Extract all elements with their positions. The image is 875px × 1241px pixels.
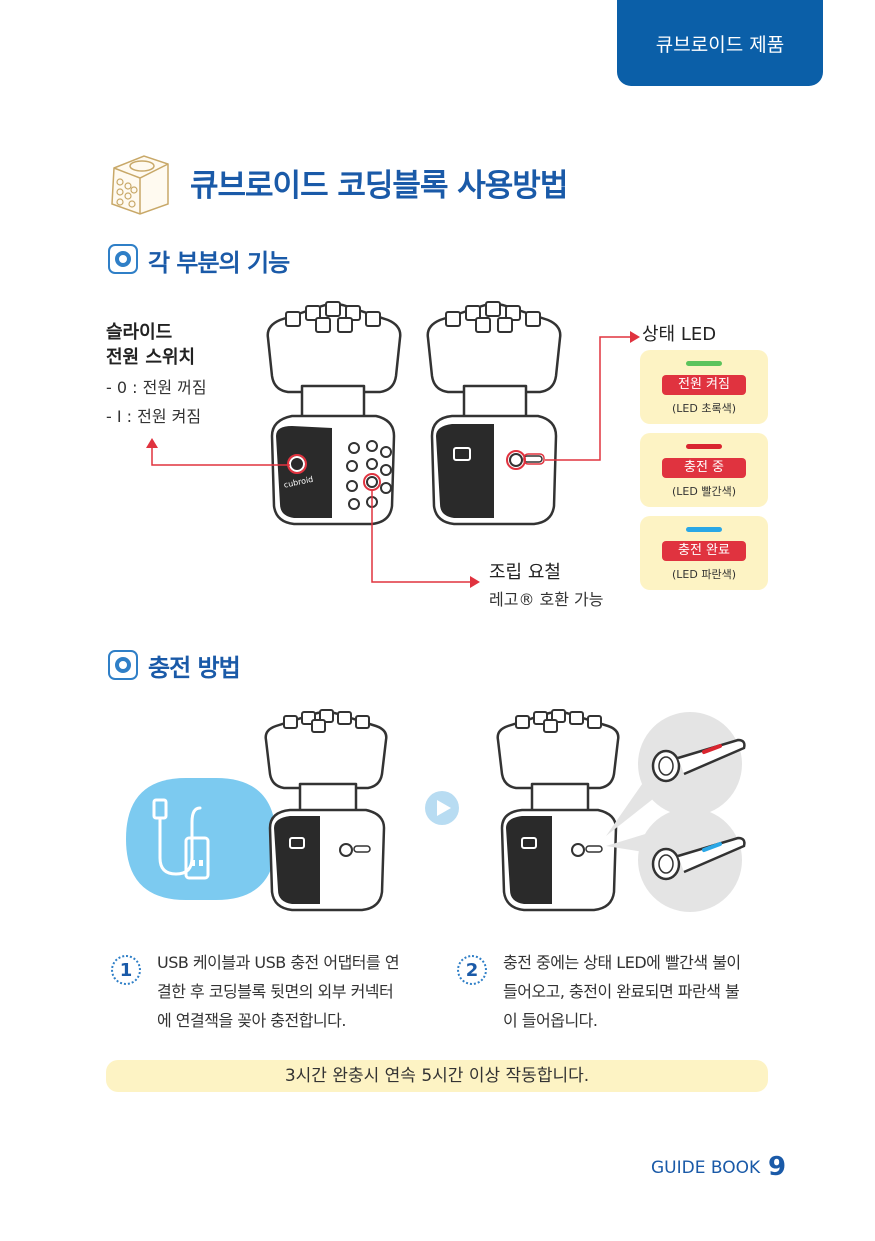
section-heading-parts: 각 부분의 기능 bbox=[148, 249, 290, 277]
led-bar-blue bbox=[686, 527, 722, 532]
page-title: 큐브로이드 코딩블록 사용방법 bbox=[190, 168, 568, 204]
step-2-text: 충전 중에는 상태 LED에 빨간색 불이 들어오고, 충전이 완료되면 파란색… bbox=[503, 953, 741, 1030]
callout-lines bbox=[146, 331, 640, 588]
blue-led-icon bbox=[702, 842, 722, 852]
led-bar-red bbox=[686, 444, 722, 449]
led-card-power-on: 전원 켜짐 (LED 초록색) bbox=[640, 350, 768, 424]
switch-label-line2: 전원 스위치 bbox=[106, 347, 196, 368]
page-number: 9 bbox=[768, 1152, 787, 1182]
step-1-text: USB 케이블과 USB 충전 어댑터를 연 결한 후 코딩블록 뒷면의 외부 … bbox=[157, 953, 400, 1030]
led-zoom-bubbles bbox=[606, 712, 746, 912]
assembly-sub: 레고® 호환 가능 bbox=[489, 590, 604, 609]
charging-cube-led-illustration bbox=[496, 709, 620, 912]
led-label: 상태 LED bbox=[642, 324, 717, 345]
section-heading-charging: 충전 방법 bbox=[148, 654, 241, 682]
red-led-icon bbox=[702, 744, 722, 754]
step-number: 2 bbox=[457, 955, 487, 985]
footer-guide-label: GUIDE BOOK bbox=[651, 1158, 761, 1178]
led-badge: 전원 켜짐 bbox=[662, 375, 746, 395]
step-number: 1 bbox=[111, 955, 141, 985]
led-badge: 충전 중 bbox=[662, 458, 746, 478]
usb-cable-illustration bbox=[126, 778, 284, 900]
led-sub: (LED 파란색) bbox=[672, 568, 736, 581]
switch-on-text: - I : 전원 켜짐 bbox=[106, 407, 202, 426]
gear-icon bbox=[108, 244, 138, 274]
led-bar-green bbox=[686, 361, 722, 366]
battery-note: 3시간 완충시 연속 5시간 이상 작동합니다. bbox=[106, 1060, 768, 1092]
assembly-label: 조립 요철 bbox=[489, 562, 561, 583]
cube-front-illustration: cubroid bbox=[266, 301, 402, 526]
chapter-tab: 큐브로이드 제품 bbox=[617, 0, 823, 86]
cube-logo-icon bbox=[111, 155, 169, 215]
gear-icon bbox=[108, 650, 138, 680]
switch-off-text: - 0 : 전원 꺼짐 bbox=[106, 378, 207, 397]
charging-cube-illustration bbox=[264, 709, 388, 912]
play-arrow-icon bbox=[425, 791, 459, 825]
cube-back-illustration bbox=[426, 301, 562, 526]
led-sub: (LED 빨간색) bbox=[672, 485, 736, 498]
led-card-charged: 충전 완료 (LED 파란색) bbox=[640, 516, 768, 590]
led-card-charging: 충전 중 (LED 빨간색) bbox=[640, 433, 768, 507]
led-sub: (LED 초록색) bbox=[672, 402, 736, 415]
switch-label-line1: 슬라이드 bbox=[106, 322, 173, 343]
led-badge: 충전 완료 bbox=[662, 541, 746, 561]
